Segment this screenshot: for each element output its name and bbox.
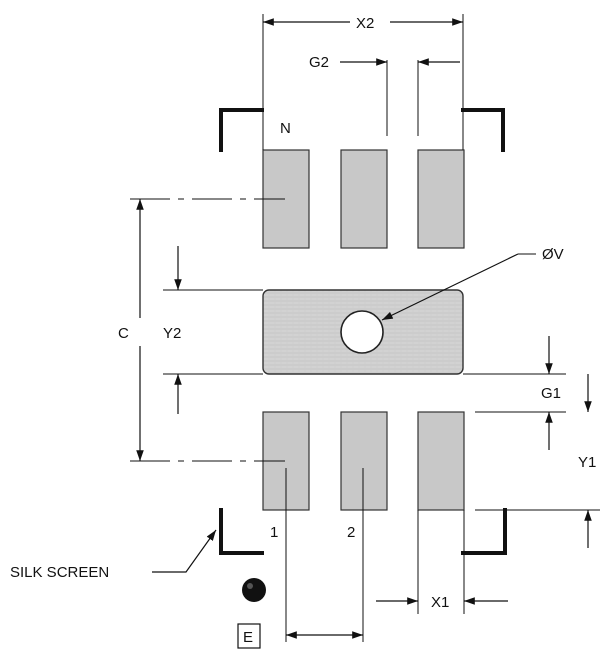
e-label: E: [243, 629, 253, 646]
ov-leader: [381, 253, 519, 321]
y1-label: Y1: [578, 454, 596, 471]
pin1-marker-dot: [242, 578, 266, 602]
pin2-label: 2: [347, 524, 355, 541]
ov-label: ØV: [542, 246, 564, 263]
silk-corner-bottom-left: [219, 508, 264, 555]
e-box: [237, 623, 261, 649]
n-label: N: [280, 120, 291, 137]
silk-corner-top-left: [219, 108, 264, 152]
x2-label: X2: [356, 15, 374, 32]
top-pad-right: [417, 149, 465, 249]
x1-label: X1: [431, 594, 449, 611]
bottom-pad-2: [340, 411, 388, 511]
y2-label: Y2: [163, 325, 181, 342]
silk-screen-label: SILK SCREEN: [10, 564, 109, 581]
pin1-label: 1: [270, 524, 278, 541]
silk-corner-bottom-right: [461, 508, 507, 555]
g2-label: G2: [309, 54, 329, 71]
silk-corner-top-right: [461, 108, 505, 152]
thermal-via: [340, 310, 384, 354]
top-pad-middle: [340, 149, 388, 249]
silk-screen-leader: [152, 529, 217, 573]
c-label: C: [118, 325, 129, 342]
g1-label: G1: [541, 385, 561, 402]
bottom-pad-right: [417, 411, 465, 511]
